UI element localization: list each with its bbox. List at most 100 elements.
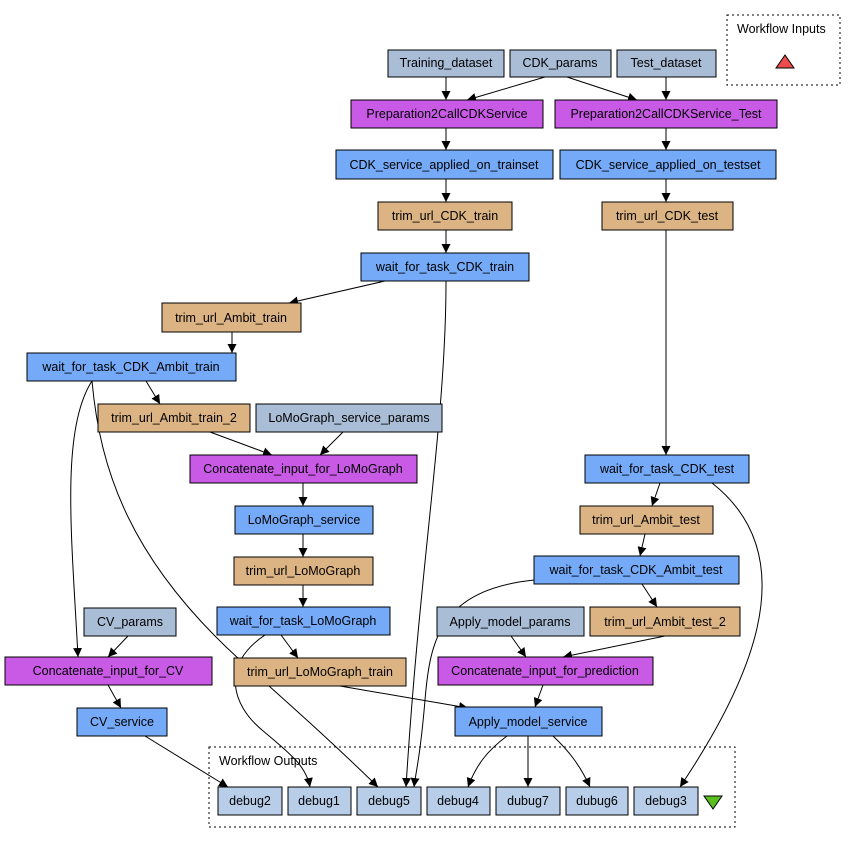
- wait-cdk-train-node[interactable]: wait_for_task_CDK_train: [360, 252, 530, 282]
- edge-wait-cdk-train-to-debug5: [402, 280, 447, 788]
- edge-cv-service-to-debug2: [144, 735, 229, 788]
- wait-cdk-train-label: wait_for_task_CDK_train: [375, 260, 514, 274]
- edge-cdkparams-to-prep-train: [466, 76, 546, 102]
- workflow-inputs-label: Workflow Inputs: [737, 22, 826, 36]
- edge-concat-cv-to-cv-service: [107, 684, 122, 709]
- wait-lomograph-label: wait_for_task_LoMoGraph: [229, 614, 377, 628]
- cdk-params-label: CDK_params: [522, 56, 597, 70]
- apply-params-node[interactable]: Apply_model_params: [436, 606, 585, 637]
- debug3-label: debug3: [645, 794, 687, 808]
- edge-wait-test-to-trim-ambit-test: [650, 482, 661, 507]
- concat-lomograph-label: Concatenate_input_for_LoMoGraph: [203, 462, 402, 476]
- trim-lomograph-train-label: trim_url_LoMoGraph_train: [247, 665, 393, 679]
- prep-train-label: Preparation2CallCDKService: [366, 107, 527, 121]
- trim-ambit-test-2-label: trim_url_Ambit_test_2: [604, 615, 726, 629]
- wait-cdk-ambit-test-node[interactable]: wait_for_task_CDK_Ambit_test: [533, 555, 740, 585]
- wait-cdk-test-node[interactable]: wait_for_task_CDK_test: [584, 454, 750, 484]
- apply-model-service-node[interactable]: Apply_model_service: [454, 706, 603, 737]
- cdk-params-node[interactable]: CDK_params: [509, 49, 612, 78]
- wait-cdk-ambit-train-node[interactable]: wait_for_task_CDK_Ambit_train: [26, 352, 237, 382]
- debug1-output-node[interactable]: debug1: [287, 786, 352, 816]
- edge-wait-cdk-train-to-trim-ambit: [288, 280, 386, 306]
- edge-concat-prediction-to-apply: [533, 684, 544, 708]
- cv-service-node[interactable]: CV_service: [76, 707, 168, 737]
- workflow-outputs-marker: [703, 795, 723, 810]
- training-dataset-node[interactable]: Training_dataset: [387, 49, 505, 78]
- cdk-train-service-label: CDK_service_applied_on_trainset: [349, 158, 539, 172]
- trim-ambit-train-node[interactable]: trim_url_Ambit_train: [161, 302, 302, 333]
- edge-wait-ambit-train-to-trim-2: [145, 380, 161, 405]
- dubug7-output-node[interactable]: dubug7: [495, 786, 561, 816]
- workflow-inputs-cluster: Workflow Inputs: [726, 14, 841, 86]
- lomograph-service-node[interactable]: LoMoGraph_service: [234, 505, 374, 535]
- nodes: Training_dataset CDK_params Test_dataset…: [4, 49, 778, 816]
- edge-trim-ambit-test-2-to-concat: [562, 635, 666, 660]
- workflow-outputs-label: Workflow Outputs: [219, 754, 317, 768]
- edge-apply-to-debug4: [466, 735, 508, 788]
- debug5-output-node[interactable]: debug5: [356, 786, 422, 816]
- dubug6-label: dubug6: [576, 794, 618, 808]
- trim-cdk-test-node[interactable]: trim_url_CDK_test: [601, 201, 734, 231]
- lomograph-params-label: LoMoGraph_service_params: [268, 411, 429, 425]
- concat-lomograph-node[interactable]: Concatenate_input_for_LoMoGraph: [189, 454, 418, 484]
- lomograph-service-label: LoMoGraph_service: [248, 513, 361, 527]
- cdk-test-service-node[interactable]: CDK_service_applied_on_testset: [559, 149, 777, 180]
- dubug6-output-node[interactable]: dubug6: [565, 786, 629, 816]
- edge-apply-to-dubug6: [552, 735, 591, 788]
- concat-cv-node[interactable]: Concatenate_input_for_CV: [4, 656, 213, 686]
- trim-cdk-train-node[interactable]: trim_url_CDK_train: [377, 201, 513, 231]
- cdk-train-service-node[interactable]: CDK_service_applied_on_trainset: [335, 149, 554, 180]
- apply-params-label: Apply_model_params: [450, 615, 571, 629]
- cv-service-label: CV_service: [90, 715, 154, 729]
- training-dataset-label: Training_dataset: [400, 56, 493, 70]
- edge-apply-params-to-concat: [510, 635, 527, 658]
- debug2-label: debug2: [229, 794, 271, 808]
- trim-ambit-test-node[interactable]: trim_url_Ambit_test: [579, 505, 714, 535]
- wait-lomograph-node[interactable]: wait_for_task_LoMoGraph: [216, 606, 391, 636]
- cv-params-label: CV_params: [97, 615, 163, 629]
- edge-wait-test-to-debug3: [679, 482, 763, 788]
- prep-test-label: Preparation2CallCDKService_Test: [570, 107, 762, 121]
- debug5-label: debug5: [368, 794, 410, 808]
- debug4-output-node[interactable]: debug4: [426, 786, 491, 816]
- trim-cdk-train-label: trim_url_CDK_train: [392, 209, 498, 223]
- prep-train-node[interactable]: Preparation2CallCDKService: [350, 99, 544, 129]
- trim-ambit-train-2-label: trim_url_Ambit_train_2: [111, 411, 237, 425]
- edge-trim-lomograph-train-to-apply: [339, 685, 469, 711]
- prep-test-node[interactable]: Preparation2CallCDKService_Test: [554, 99, 778, 129]
- edge-trim-2-to-concat-lomograph: [209, 431, 273, 457]
- debug2-output-node[interactable]: debug2: [217, 786, 283, 816]
- debug1-label: debug1: [298, 794, 340, 808]
- edge-trim-ambit-test-to-wait: [637, 533, 647, 557]
- edge-wait-ambit-train-to-concat-cv: [70, 380, 93, 658]
- edge-wait-ambit-test-to-debug5: [410, 579, 535, 788]
- wait-cdk-ambit-test-label: wait_for_task_CDK_Ambit_test: [549, 563, 724, 577]
- edge-wait-ambit-train-to-debug5: [91, 380, 379, 788]
- trim-lomograph-label: trim_url_LoMoGraph: [246, 564, 361, 578]
- concat-prediction-label: Concatenate_input_for_prediction: [451, 664, 639, 678]
- edge-cvparams-to-concat-cv: [107, 635, 129, 658]
- test-dataset-label: Test_dataset: [631, 56, 702, 70]
- concat-prediction-node[interactable]: Concatenate_input_for_prediction: [437, 656, 654, 686]
- workflow-inputs-marker: [775, 54, 795, 69]
- apply-model-service-label: Apply_model_service: [469, 715, 588, 729]
- dubug7-label: dubug7: [507, 794, 549, 808]
- trim-lomograph-node[interactable]: trim_url_LoMoGraph: [233, 556, 374, 586]
- trim-ambit-train-label: trim_url_Ambit_train: [175, 311, 287, 325]
- edge-wait-ambit-test-to-trim-2: [641, 583, 658, 608]
- trim-ambit-train-2-node[interactable]: trim_url_Ambit_train_2: [97, 403, 251, 433]
- trim-lomograph-train-node[interactable]: trim_url_LoMoGraph_train: [233, 657, 407, 687]
- trim-ambit-test-2-node[interactable]: trim_url_Ambit_test_2: [589, 606, 741, 637]
- cdk-test-service-label: CDK_service_applied_on_testset: [576, 158, 761, 172]
- debug4-label: debug4: [437, 794, 479, 808]
- wait-cdk-test-label: wait_for_task_CDK_test: [599, 462, 735, 476]
- edge-lomoparams-to-concat-lomograph: [319, 431, 344, 456]
- edge-cdkparams-to-prep-test: [566, 76, 638, 102]
- debug3-output-node[interactable]: debug3: [633, 786, 699, 816]
- trim-cdk-test-label: trim_url_CDK_test: [616, 209, 719, 223]
- concat-cv-label: Concatenate_input_for_CV: [33, 664, 184, 678]
- test-dataset-node[interactable]: Test_dataset: [616, 49, 717, 78]
- lomograph-params-node[interactable]: LoMoGraph_service_params: [255, 403, 443, 433]
- cv-params-node[interactable]: CV_params: [83, 607, 177, 637]
